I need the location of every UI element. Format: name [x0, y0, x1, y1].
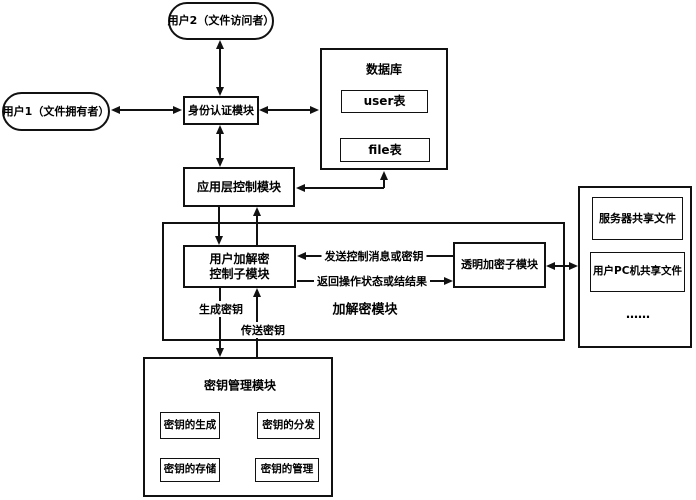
arrowhead-right-transenc-left — [444, 277, 453, 285]
node-transparent-enc-submodule: 透明加密子模块 — [453, 242, 546, 288]
node-user-table-label: user表 — [363, 94, 406, 108]
node-pc-shared-files-label: 用户PC机共享文件 — [593, 265, 682, 278]
node-auth-label: 身份认证模块 — [188, 103, 254, 117]
node-key-distribution: 密钥的分发 — [257, 412, 320, 439]
node-key-storage: 密钥的存储 — [160, 458, 220, 482]
arrowhead-left-user1 — [111, 106, 120, 114]
node-app-control: 应用层控制模块 — [183, 167, 295, 207]
node-user2: 用户2（文件访问者） — [168, 2, 274, 40]
node-server-shared-files: 服务器共享文件 — [592, 197, 683, 240]
arrowhead-right-database — [310, 106, 319, 114]
encryption-module-title: 加解密模块 — [332, 302, 398, 318]
node-user-enc-line1: 用户加解密 — [209, 251, 270, 266]
node-key-generation-label: 密钥的生成 — [163, 418, 217, 431]
connector-transenc-sharedpanel — [553, 265, 571, 267]
arrowhead-up-user2 — [216, 40, 224, 49]
database-title: 数据库 — [365, 62, 403, 77]
node-user-enc-line2: 控制子模块 — [209, 266, 270, 281]
connector-auth-appcontrol — [219, 132, 221, 161]
connector-userenc-keymgmt — [219, 288, 221, 349]
edge-label-generate-key: 生成密钥 — [196, 301, 246, 317]
node-key-manage-label: 密钥的管理 — [260, 463, 314, 476]
node-user-enc-submodule: 用户加解密 控制子模块 — [183, 245, 296, 288]
node-server-shared-files-label: 服务器共享文件 — [599, 211, 676, 225]
key-management-title: 密钥管理模块 — [203, 378, 277, 393]
connector-user2-auth — [219, 47, 221, 91]
connector-auth-database — [266, 109, 313, 111]
node-key-generation: 密钥的生成 — [160, 412, 220, 439]
node-user1: 用户1（文件拥有者） — [2, 92, 110, 131]
arrowhead-down-userenc-top — [215, 236, 223, 245]
node-file-table-label: file表 — [368, 142, 402, 157]
node-user1-label: 用户1（文件拥有者） — [2, 104, 110, 118]
node-key-distribution-label: 密钥的分发 — [262, 418, 315, 431]
arrowhead-left-auth-right — [259, 106, 268, 114]
arrowhead-up-auth-bottom — [216, 125, 224, 134]
connector-appcontrol-database-v — [383, 179, 385, 188]
connector-userenc-appcontrol — [256, 214, 258, 245]
node-file-table: file表 — [340, 138, 430, 162]
arrowhead-left-transenc-right — [546, 262, 555, 270]
edge-label-send-control: 发送控制消息或密钥 — [321, 248, 427, 264]
connector-appcontrol-database-h — [305, 187, 384, 189]
arrowhead-up-database-bottom — [380, 171, 388, 180]
node-app-control-label: 应用层控制模块 — [196, 179, 281, 194]
arrowhead-left-appcontrol-right — [296, 184, 305, 192]
node-key-manage: 密钥的管理 — [255, 458, 319, 482]
edge-label-return-status: 返回操作状态或结结果 — [314, 273, 430, 289]
connector-user1-auth — [118, 109, 176, 111]
arrowhead-down-appcontrol-top — [216, 158, 224, 167]
arrowhead-down-auth-top — [216, 87, 224, 96]
arrowhead-down-keymgmt-top — [216, 348, 224, 357]
arrowhead-up-userenc-bottom — [253, 288, 261, 297]
shared-files-ellipsis: …… — [626, 307, 650, 321]
node-transparent-enc-label: 透明加密子模块 — [461, 258, 538, 272]
node-user-table: user表 — [341, 90, 428, 113]
connector-appcontrol-userenc — [218, 207, 220, 238]
arrowhead-up-appcontrol-bottom — [253, 207, 261, 216]
edge-label-transfer-key: 传送密钥 — [238, 322, 288, 338]
node-user2-label: 用户2（文件访问者） — [167, 14, 275, 28]
node-pc-shared-files: 用户PC机共享文件 — [590, 252, 685, 292]
arrowhead-right-sharedpanel-left — [569, 262, 578, 270]
arrowhead-left-userenc-right — [297, 252, 306, 260]
node-key-storage-label: 密钥的存储 — [163, 463, 217, 476]
arrowhead-right-auth-left — [173, 106, 182, 114]
node-auth-module: 身份认证模块 — [183, 96, 259, 125]
